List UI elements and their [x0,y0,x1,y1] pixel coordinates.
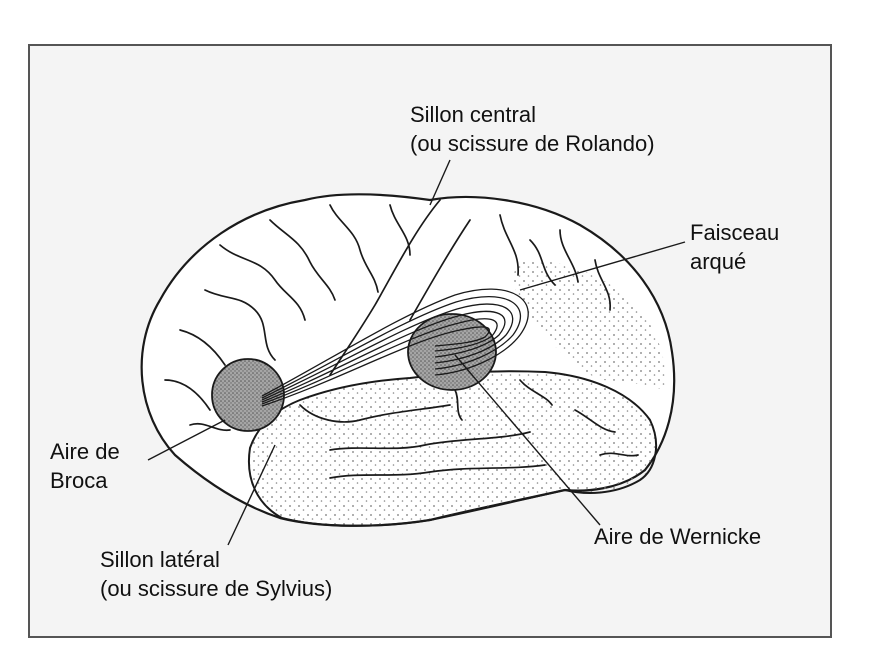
lateral-sulcus-label-line1: Sillon latéral [100,545,332,574]
central-sulcus-label-line1: Sillon central [410,100,655,129]
arcuate-fasciculus-label-line1: Faisceau [690,218,779,247]
lateral-sulcus-label: Sillon latéral (ou scissure de Sylvius) [100,545,332,603]
lateral-sulcus-label-line2: (ou scissure de Sylvius) [100,574,332,603]
wernicke-area-label-line1: Aire de Wernicke [594,522,761,551]
broca-area-label: Aire de Broca [50,437,120,495]
broca-area-label-line2: Broca [50,466,120,495]
arcuate-fasciculus-label-line2: arqué [690,247,779,276]
wernicke-area-label: Aire de Wernicke [594,522,761,551]
central-sulcus-label: Sillon central (ou scissure de Rolando) [410,100,655,158]
central-sulcus-label-line2: (ou scissure de Rolando) [410,129,655,158]
arcuate-fasciculus-label: Faisceau arqué [690,218,779,276]
broca-area-label-line1: Aire de [50,437,120,466]
